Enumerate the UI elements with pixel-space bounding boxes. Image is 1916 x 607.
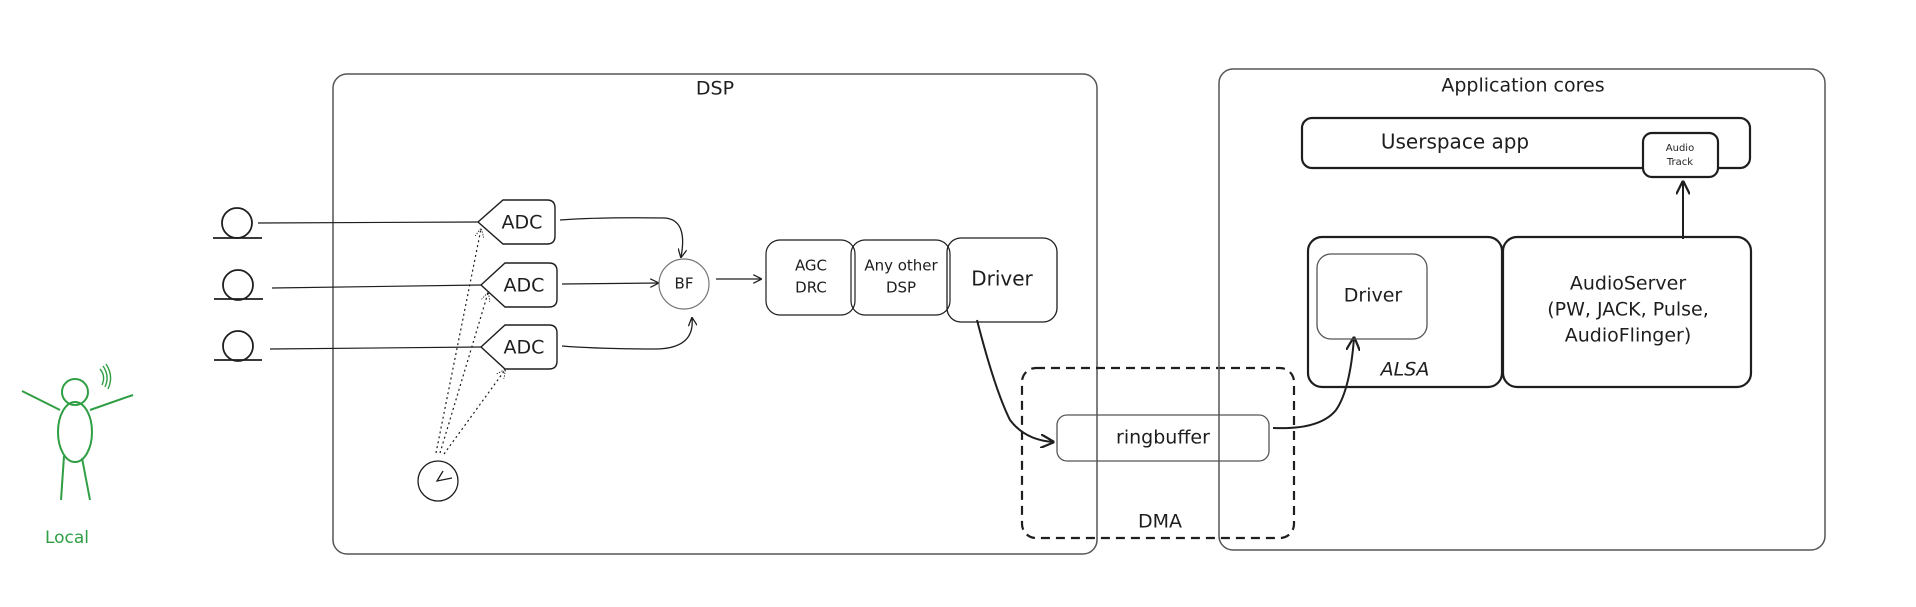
driver-to-ringbuffer-arrow: [976, 319, 1053, 442]
clock-icon: [417, 460, 459, 502]
sound-waves-icon: [99, 363, 112, 390]
audio-track-label-1: Audio: [1666, 143, 1694, 154]
alsa-driver-block[interactable]: Driver: [1316, 253, 1428, 340]
audio-track-label-2: Track: [1666, 157, 1693, 168]
adc-label: ADC: [504, 337, 545, 359]
adc-block-1[interactable]: ADC: [476, 199, 556, 245]
dsp-driver-block[interactable]: Driver: [946, 237, 1058, 323]
actor-head: [61, 378, 89, 406]
adc-block-3[interactable]: ADC: [479, 324, 558, 370]
userspace-app-block[interactable]: Userspace app: [1300, 116, 1752, 170]
agc-label: AGC: [795, 257, 827, 275]
alsa-driver-label: Driver: [1344, 285, 1403, 307]
agc-drc-block[interactable]: AGC DRC: [765, 239, 856, 316]
application-cores-title: Application cores: [1441, 75, 1604, 97]
userspace-app-label: Userspace app: [1381, 130, 1529, 154]
microphone-icons: [213, 207, 263, 362]
dsp-driver-label: Driver: [971, 267, 1033, 291]
beamformer-node[interactable]: BF: [658, 258, 710, 310]
actor-label: Local: [45, 528, 89, 548]
clock-signal-lines: [435, 229, 505, 455]
local-user-actor: [21, 363, 134, 501]
dsp-title: DSP: [696, 78, 734, 100]
microphone-icon-1: [213, 207, 262, 239]
adc-label: ADC: [502, 212, 543, 234]
alsa-label: ALSA: [1379, 359, 1430, 381]
actor-body: [57, 401, 93, 463]
adc-label: ADC: [504, 275, 545, 297]
audioserver-block[interactable]: AudioServer (PW, JACK, Pulse, AudioFling…: [1501, 235, 1753, 389]
audio-track-block[interactable]: Audio Track: [1641, 131, 1720, 179]
audioserver-label-1: AudioServer: [1570, 273, 1686, 295]
microphone-icon-2: [214, 269, 263, 301]
other-dsp-label-1: Any other: [864, 257, 938, 275]
dsp-frame: [332, 73, 1098, 555]
alsa-block[interactable]: ALSA: [1306, 235, 1504, 389]
adc-block-2[interactable]: ADC: [479, 262, 558, 308]
mic-connections: [257, 221, 482, 350]
dma-title: DMA: [1138, 511, 1182, 533]
adc-to-bf-arrows: [559, 217, 692, 350]
ringbuffer-block[interactable]: ringbuffer: [1056, 414, 1270, 462]
other-dsp-block[interactable]: Any other DSP: [850, 239, 951, 316]
ringbuffer-label: ringbuffer: [1116, 427, 1210, 449]
other-dsp-label-2: DSP: [886, 279, 916, 297]
bf-label: BF: [675, 275, 694, 293]
application-cores-frame: [1218, 68, 1826, 551]
microphone-icon-3: [214, 330, 262, 362]
audioserver-label-3: AudioFlinger): [1565, 325, 1692, 347]
drc-label: DRC: [795, 279, 827, 297]
audioserver-label-2: (PW, JACK, Pulse,: [1547, 299, 1709, 321]
ringbuffer-to-alsa-arrow: [1272, 338, 1354, 430]
dma-region: [1020, 366, 1296, 540]
